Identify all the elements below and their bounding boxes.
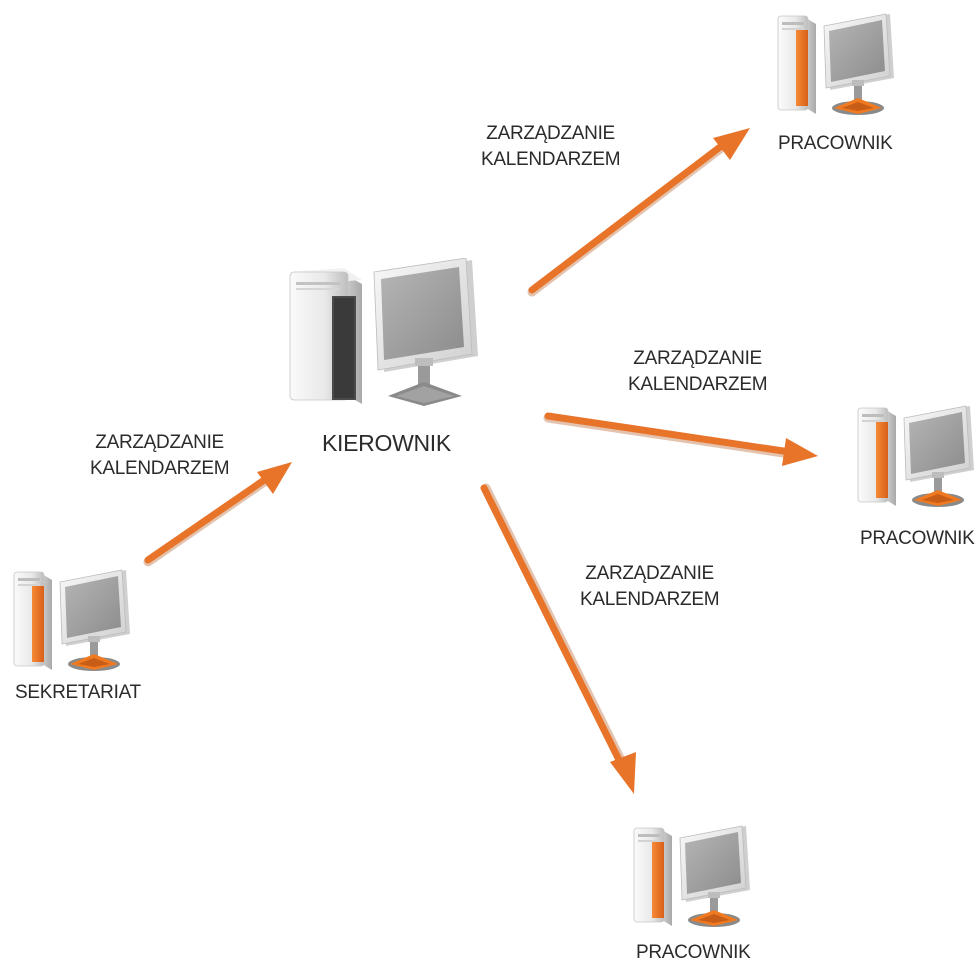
edge-label-line: KALENDARZEM (481, 148, 621, 170)
arrow-icon (713, 128, 750, 160)
arrow-manager-to-worker-right (543, 412, 818, 466)
edge-label-manager-to-worker-bottom: ZARZĄDZANIE KALENDARZEM (580, 561, 720, 612)
arrow-manager-to-worker-bottom (480, 483, 636, 794)
edge-label-line: ZARZĄDZANIE (585, 563, 714, 584)
node-label-worker-right: PRACOWNIK (860, 528, 975, 549)
edge-label-manager-to-worker-top: ZARZĄDZANIE KALENDARZEM (481, 121, 621, 172)
edge-label-secretariat-to-manager: ZARZĄDZANIE KALENDARZEM (90, 430, 230, 481)
edge-label-manager-to-worker-right: ZARZĄDZANIE KALENDARZEM (628, 346, 768, 397)
node-label-secretariat: SEKRETARIAT (15, 682, 141, 703)
edge-label-line: KALENDARZEM (580, 588, 720, 610)
arrow-icon (257, 462, 292, 494)
edge-label-line: ZARZĄDZANIE (95, 432, 224, 453)
desktop-computer-icon (777, 13, 895, 116)
node-label-manager: KIEROWNIK (322, 430, 451, 456)
arrow-icon (610, 752, 636, 794)
desktop-computer-icon (13, 569, 131, 672)
node-label-worker-bottom: PRACOWNIK (636, 942, 751, 963)
edge-label-line: ZARZĄDZANIE (486, 123, 615, 144)
desktop-computer-icon (289, 258, 479, 407)
node-label-worker-top: PRACOWNIK (778, 133, 893, 154)
edge-label-line: KALENDARZEM (90, 457, 230, 479)
arrow-secretariat-to-manager (143, 462, 292, 567)
arrow-manager-to-worker-top (527, 128, 750, 297)
arrow-icon (782, 438, 818, 466)
edge-label-line: ZARZĄDZANIE (633, 348, 762, 369)
edge-label-line: KALENDARZEM (628, 373, 768, 395)
desktop-computer-icon (857, 405, 975, 508)
desktop-computer-icon (633, 825, 751, 928)
